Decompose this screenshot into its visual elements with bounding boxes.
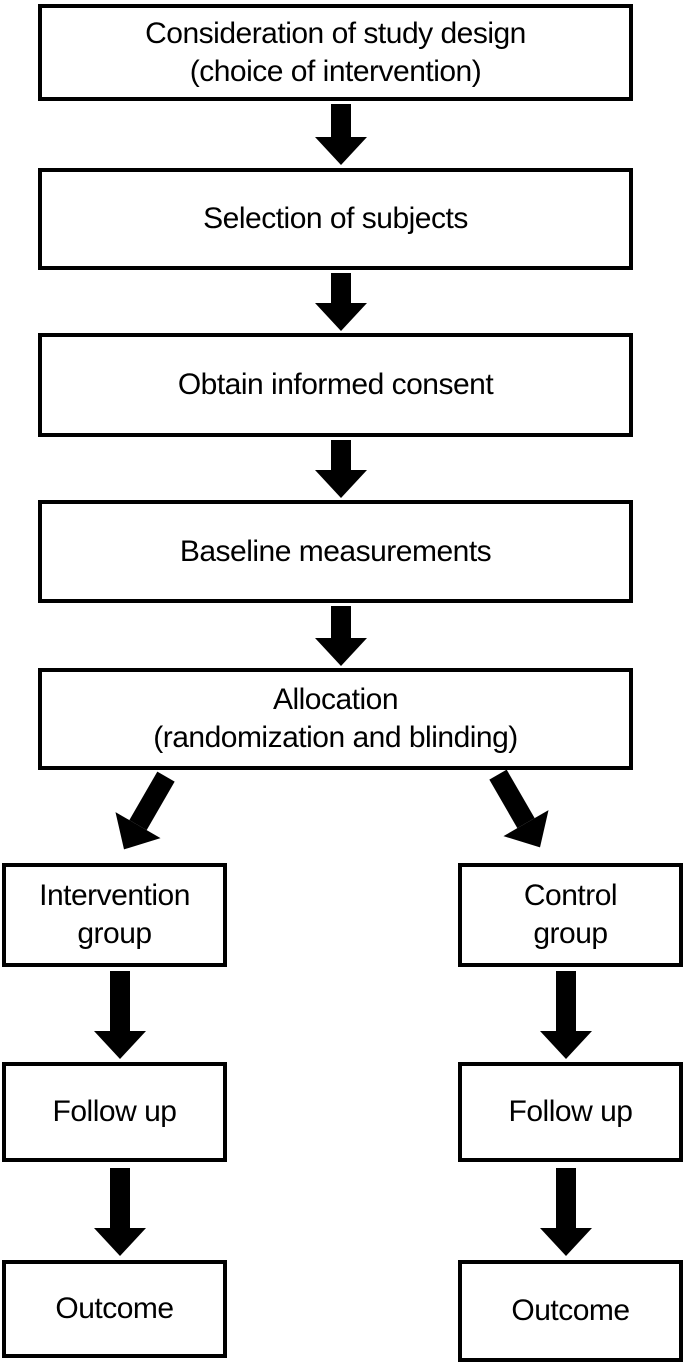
- arrow-head: [540, 1228, 592, 1256]
- arrow-baseline-to-allocation-icon: [315, 606, 367, 666]
- arrow-head: [540, 1031, 592, 1059]
- arrow-allocation-to-control-icon: [475, 762, 563, 861]
- arrow-head: [315, 303, 367, 331]
- arrow-shaft: [489, 769, 535, 829]
- arrow-followup-to-outcome-right-icon: [540, 1168, 592, 1256]
- arrow-head: [94, 1228, 146, 1256]
- arrow-head: [315, 470, 367, 498]
- flow-box-intervention-followup: Follow up: [2, 1062, 227, 1162]
- flow-box-baseline-label: Baseline measurements: [179, 534, 492, 568]
- flow-box-allocation-label: Allocation (randomization and blinding): [153, 683, 518, 754]
- flow-box-intervention-outcome: Outcome: [2, 1260, 227, 1358]
- flow-box-consent: Obtain informed consent: [38, 333, 633, 437]
- arrow-allocation-to-intervention-icon: [101, 764, 188, 863]
- arrow-study-design-to-selection-icon: [315, 104, 367, 165]
- flow-box-control-group-label: Control group: [523, 879, 618, 950]
- arrow-followup-to-outcome-left-icon: [94, 1168, 146, 1256]
- arrow-shaft: [110, 971, 130, 1031]
- arrow-shaft: [556, 971, 576, 1031]
- arrow-head: [315, 638, 367, 666]
- flow-box-control-outcome: Outcome: [458, 1260, 683, 1362]
- flow-box-allocation: Allocation (randomization and blinding): [38, 668, 633, 770]
- flow-box-intervention-outcome-label: Outcome: [55, 1292, 174, 1325]
- flow-box-intervention-group: Intervention group: [2, 863, 227, 967]
- arrow-shaft: [331, 606, 351, 638]
- flow-box-consent-label: Obtain informed consent: [177, 368, 494, 401]
- flow-box-selection-label: Selection of subjects: [203, 202, 468, 235]
- arrow-selection-to-consent-icon: [315, 273, 367, 331]
- flow-box-control-followup-label: Follow up: [508, 1095, 633, 1128]
- flow-box-study-design-label: Consideration of study design (choice of…: [145, 16, 526, 88]
- flow-box-control-followup: Follow up: [458, 1062, 683, 1162]
- arrow-shaft: [331, 440, 351, 470]
- flow-box-selection: Selection of subjects: [38, 168, 633, 270]
- arrow-shaft: [556, 1168, 576, 1228]
- arrow-control-to-followup-icon: [540, 971, 592, 1059]
- arrow-head: [315, 137, 367, 165]
- flow-box-control-outcome-label: Outcome: [511, 1294, 630, 1327]
- arrow-consent-to-baseline-icon: [315, 440, 367, 498]
- arrow-shaft: [331, 104, 351, 137]
- flow-box-intervention-group-label: Intervention group: [39, 879, 190, 950]
- arrow-head: [94, 1031, 146, 1059]
- arrow-intervention-to-followup-icon: [94, 971, 146, 1059]
- flow-box-study-design: Consideration of study design (choice of…: [38, 4, 633, 101]
- flow-box-control-group: Control group: [458, 863, 683, 967]
- flow-box-intervention-followup-label: Follow up: [52, 1095, 177, 1128]
- arrow-shaft: [110, 1168, 130, 1228]
- arrow-shaft: [331, 273, 351, 303]
- flow-box-baseline: Baseline measurements: [38, 500, 633, 603]
- arrow-shaft: [129, 771, 175, 831]
